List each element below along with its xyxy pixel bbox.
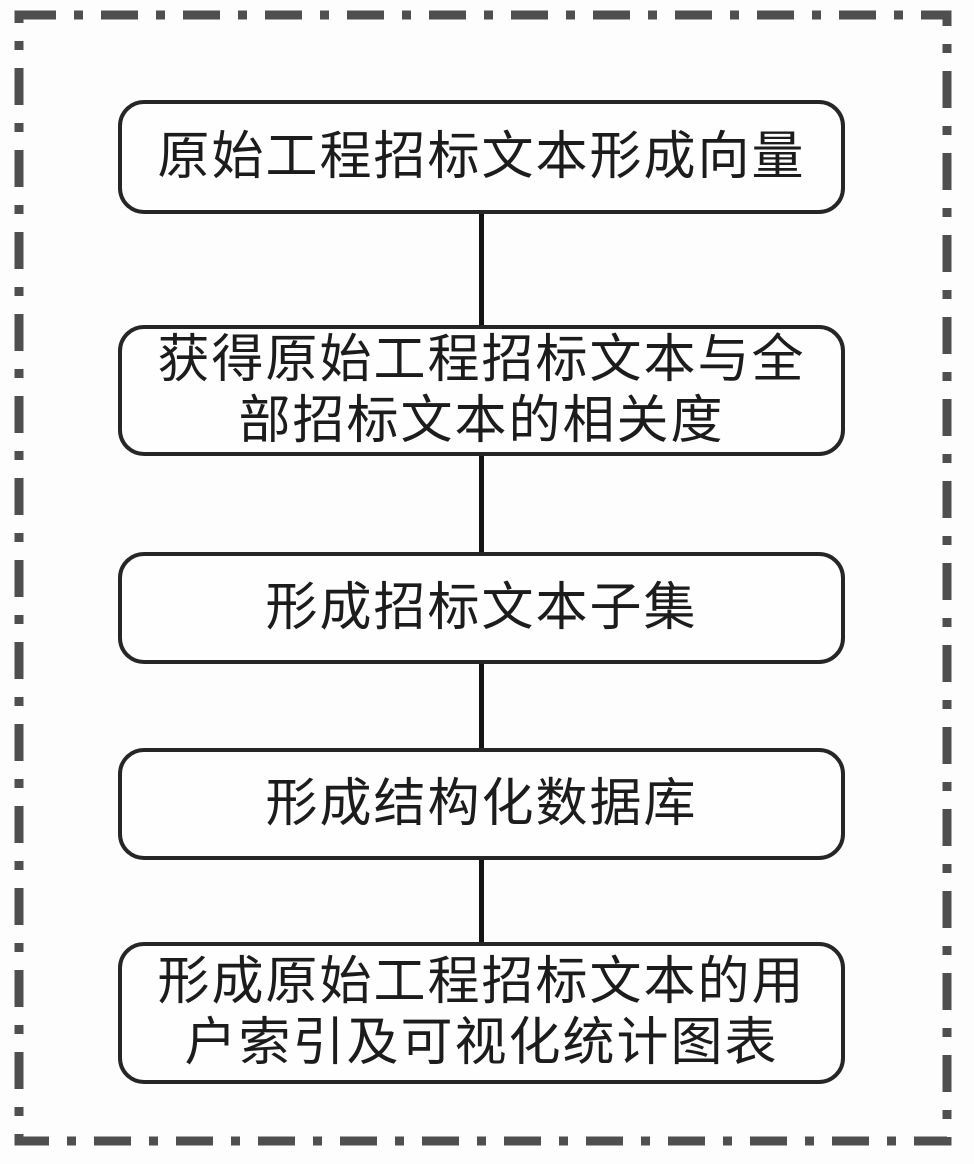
connector-step2-step3 — [479, 452, 484, 556]
flowchart-node-step4: 形成结构化数据库 — [118, 748, 845, 860]
flowchart-node-step2: 获得原始工程招标文本与全 部招标文本的相关度 — [118, 325, 845, 456]
connector-step3-step4 — [479, 660, 484, 752]
flowchart-node-step5: 形成原始工程招标文本的用 户索引及可视化统计图表 — [118, 942, 845, 1084]
node-step2-line1: 获得原始工程招标文本与全 — [157, 331, 806, 389]
node-step2-line2: 部招标文本的相关度 — [238, 392, 725, 450]
node-step3-line1: 形成招标文本子集 — [265, 579, 698, 637]
node-step5-line2: 户索引及可视化统计图表 — [184, 1015, 779, 1072]
flowchart-node-step1: 原始工程招标文本形成向量 — [118, 100, 845, 214]
node-step5-line1: 形成原始工程招标文本的用 — [157, 954, 806, 1011]
connector-step4-step5 — [479, 856, 484, 946]
node-step1-line1: 原始工程招标文本形成向量 — [157, 128, 806, 186]
node-step4-line1: 形成结构化数据库 — [265, 775, 698, 833]
connector-step1-step2 — [479, 210, 484, 330]
flowchart-node-step3: 形成招标文本子集 — [118, 552, 845, 664]
